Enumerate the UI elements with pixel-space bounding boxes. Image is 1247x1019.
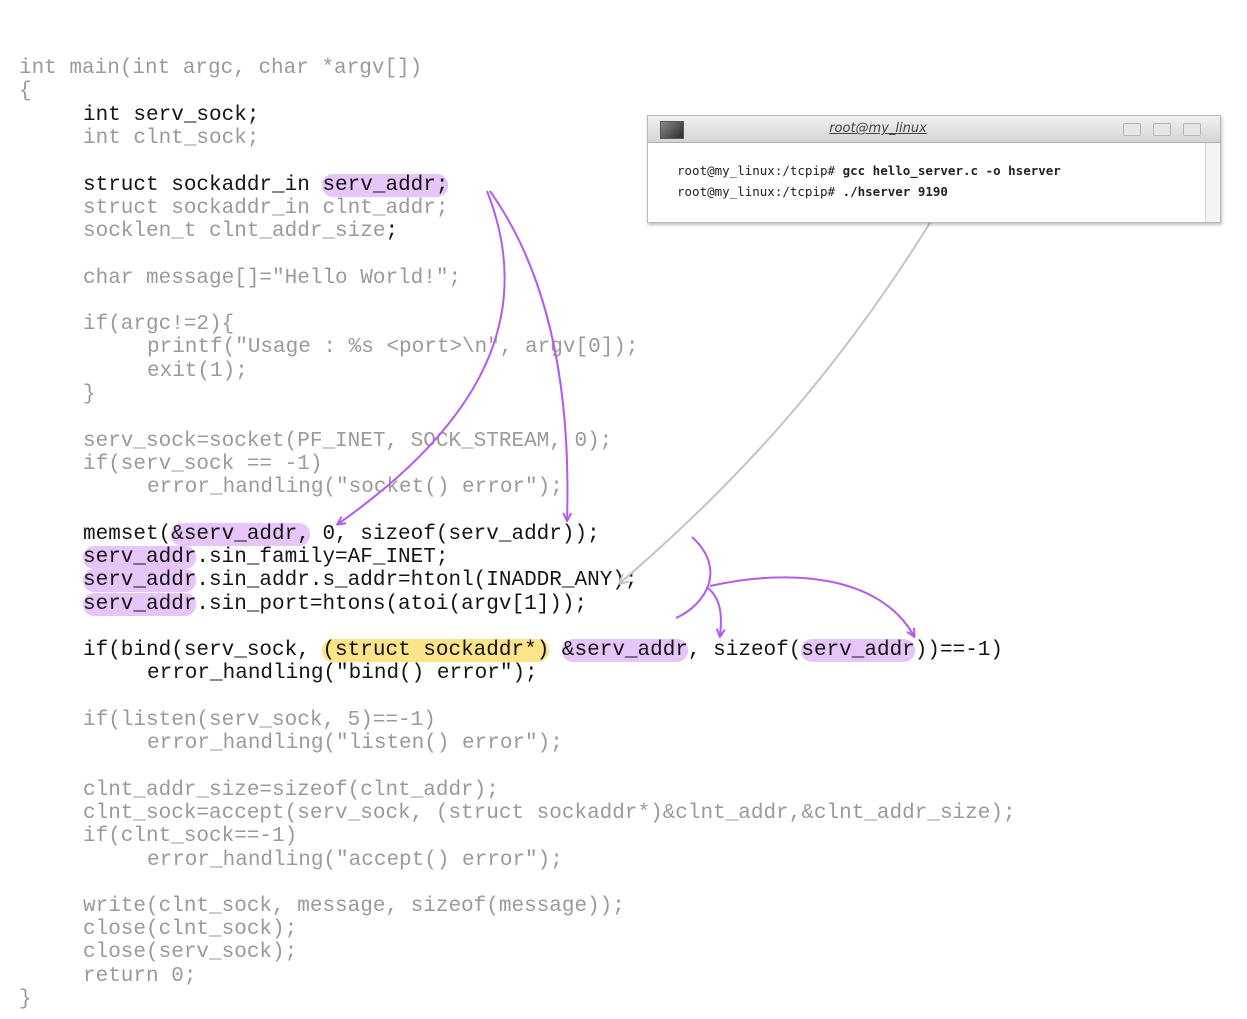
code-token: error_handling("socket() error"); [147,476,563,499]
code-token: } [83,383,96,406]
code-line: int main(int argc, char *argv[]) [19,57,422,80]
highlighted-token: serv_addr [83,546,197,569]
terminal-prompt: root@my_linux:/tcpip# [677,184,836,199]
code-line: error_handling("accept() error"); [147,849,563,872]
terminal-port-arg: 9190 [917,184,948,199]
code-token: memset( [83,523,172,546]
terminal-title: root@my_linux [829,121,927,136]
code-token: if(bind(serv_sock, [83,639,323,662]
code-token: error_handling("listen() error"); [147,732,563,755]
highlighted-token: serv_addr [83,569,197,592]
code-token: } [19,988,32,1011]
code-token: char message[]="Hello World!"; [83,267,462,290]
terminal-window: root@my_linux root@my_linux:/tcpip# gcc … [647,115,1221,223]
code-line: if(clnt_sock==-1) [83,825,297,848]
code-line: } [83,383,96,406]
terminal-line-2: root@my_linux:/tcpip# ./hserver 9190 [677,184,948,199]
terminal-prompt: root@my_linux:/tcpip# [677,163,836,178]
code-line: error_handling("socket() error"); [147,476,563,499]
code-token: clnt_addr_size=sizeof(clnt_addr); [83,779,499,802]
terminal-titlebar[interactable]: root@my_linux [648,116,1220,143]
code-token: close(clnt_sock); [83,918,298,941]
code-line: struct sockaddr_in serv_addr; [83,174,449,197]
highlighted-token: serv_addr [83,593,197,616]
code-token: write(clnt_sock, message, sizeof(message… [83,895,625,918]
code-line: { [19,80,32,103]
code-token: if(listen(serv_sock, 5)==-1) [83,709,436,732]
code-line: error_handling("bind() error"); [147,662,538,685]
code-token: .sin_addr.s_addr=htonl(INADDR_ANY); [196,569,638,592]
code-line: if(bind(serv_sock, (struct sockaddr*) &s… [83,639,1003,662]
terminal-command: ./hserver [842,184,911,199]
code-line: return 0; [83,965,196,988]
code-line: serv_sock=socket(PF_INET, SOCK_STREAM, 0… [83,430,612,453]
code-line: } [19,988,32,1011]
code-line: struct sockaddr_in clnt_addr; [83,197,448,220]
code-line: int clnt_sock; [83,127,259,150]
terminal-line-1: root@my_linux:/tcpip# gcc hello_server.c… [677,163,1061,178]
code-line: close(clnt_sock); [83,918,297,941]
highlighted-token: (struct sockaddr*) [322,639,550,662]
code-token: , sizeof( [687,639,802,662]
maximize-icon[interactable] [1153,123,1171,136]
code-line: if(listen(serv_sock, 5)==-1) [83,709,436,732]
code-line: serv_addr.sin_port=htons(atoi(argv[1])); [83,593,587,616]
code-token: close(serv_sock); [83,941,298,964]
code-token: exit(1); [147,360,248,383]
code-line: clnt_addr_size=sizeof(clnt_addr); [83,779,499,802]
code-token: serv_sock=socket(PF_INET, SOCK_STREAM, 0… [83,430,613,453]
code-token: struct sockaddr_in clnt_addr; [83,197,449,220]
code-line: exit(1); [147,360,248,383]
code-token: 0, sizeof(serv_addr)); [309,523,600,546]
code-line: memset(&serv_addr, 0, sizeof(serv_addr))… [83,523,600,546]
code-token: { [19,80,32,103]
code-line: serv_addr.sin_addr.s_addr=htonl(INADDR_A… [83,569,638,592]
highlighted-token: &serv_addr [561,639,688,662]
code-token: clnt_sock=accept(serv_sock, (struct sock… [83,802,1016,825]
code-line: socklen_t clnt_addr_size; [83,220,398,243]
terminal-command: gcc hello_server.c -o hserver [842,163,1061,178]
code-token: .sin_family=AF_INET; [196,546,449,569]
code-token: struct sockaddr_in [83,174,323,197]
code-token: .sin_port=htons(atoi(argv[1])); [196,593,588,616]
code-line: serv_addr.sin_family=AF_INET; [83,546,448,569]
code-line: close(serv_sock); [83,941,297,964]
code-line: printf("Usage : %s <port>\n", argv[0]); [147,336,638,359]
code-token: if(argc!=2){ [83,313,235,336]
code-token: if(clnt_sock==-1) [83,825,298,848]
code-line: int serv_sock; [83,104,259,127]
code-token: printf("Usage : %s <port>\n", argv[0]); [147,336,639,359]
code-token [549,639,562,662]
code-token: ; [385,220,399,243]
code-token: int clnt_sock; [83,127,260,150]
terminal-scrollbar[interactable] [1205,143,1220,222]
code-line: write(clnt_sock, message, sizeof(message… [83,895,625,918]
code-token: error_handling("bind() error"); [147,662,538,685]
code-line: if(argc!=2){ [83,313,234,336]
highlighted-token: serv_addr [801,639,915,662]
code-line: char message[]="Hello World!"; [83,267,461,290]
code-token: int main(int argc, char *argv[]) [19,57,423,80]
minimize-icon[interactable] [1123,123,1141,136]
code-token: int serv_sock; [83,104,260,127]
code-line: if(serv_sock == -1) [83,453,322,476]
code-token: if(serv_sock == -1) [83,453,323,476]
code-token: error_handling("accept() error"); [147,849,563,872]
code-token: ))==-1) [914,639,1003,662]
highlighted-token: serv_addr; [322,174,449,197]
code-line: clnt_sock=accept(serv_sock, (struct sock… [83,802,1016,825]
close-icon[interactable] [1183,123,1201,136]
code-token: return 0; [83,965,197,988]
code-token: socklen_t clnt_addr_size [83,220,386,243]
highlighted-token: &serv_addr, [171,523,310,546]
terminal-app-icon [660,121,684,139]
code-line: error_handling("listen() error"); [147,732,563,755]
